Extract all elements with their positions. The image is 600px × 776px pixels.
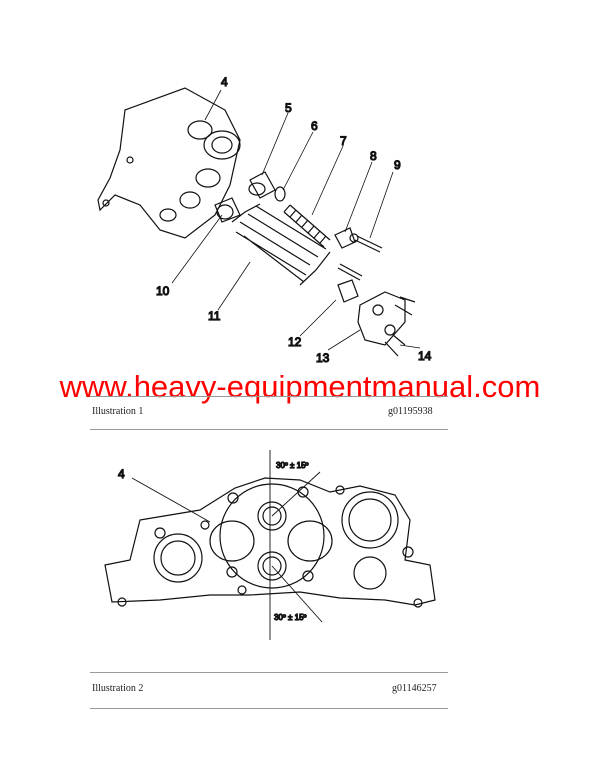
illustration-2-caption: Illustration 2 xyxy=(92,683,144,694)
callout-5: 5 xyxy=(285,101,292,115)
illustration-2-front-view: 4 30º ± 15º 30º ± 15º xyxy=(0,440,600,660)
part-11-gear-shafts xyxy=(232,204,330,285)
illustration-1-code: g01195938 xyxy=(388,406,433,417)
part-12-sleeve xyxy=(338,280,358,302)
callout-14: 14 xyxy=(418,349,432,363)
divider xyxy=(90,708,448,709)
callout-4: 4 xyxy=(118,467,125,481)
callout-11: 11 xyxy=(208,309,221,323)
illustration-1-exploded-view: 4 5 6 7 8 9 10 11 12 13 14 xyxy=(0,74,432,366)
callout-4: 4 xyxy=(221,75,228,89)
divider xyxy=(90,396,448,397)
divider xyxy=(90,672,448,673)
illustration-2-code: g01146257 xyxy=(392,683,437,694)
angle-label-top: 30º ± 15º xyxy=(276,461,309,470)
part-9-bolt xyxy=(355,236,382,252)
callout-13: 13 xyxy=(316,351,330,365)
part-13-cover xyxy=(358,292,405,345)
part-14-bolts xyxy=(385,297,415,356)
callout-9: 9 xyxy=(394,158,401,172)
part-7-spring xyxy=(284,205,330,247)
callout-6: 6 xyxy=(311,119,318,133)
callout-10: 10 xyxy=(156,284,170,298)
angle-label-bottom: 30º ± 15º xyxy=(274,613,307,622)
callout-12: 12 xyxy=(288,335,302,349)
callout-8: 8 xyxy=(370,149,377,163)
divider xyxy=(90,429,448,430)
part-5-sleeve xyxy=(250,172,275,198)
callout-7: 7 xyxy=(340,134,347,148)
pump-housing-front xyxy=(105,478,435,605)
watermark-url: www.heavy-equipmentmanual.com xyxy=(59,369,541,404)
part-10-sleeve xyxy=(215,198,240,222)
pump-housing xyxy=(98,88,240,238)
illustration-1-caption: Illustration 1 xyxy=(92,406,144,417)
part-6-ring xyxy=(275,187,285,201)
